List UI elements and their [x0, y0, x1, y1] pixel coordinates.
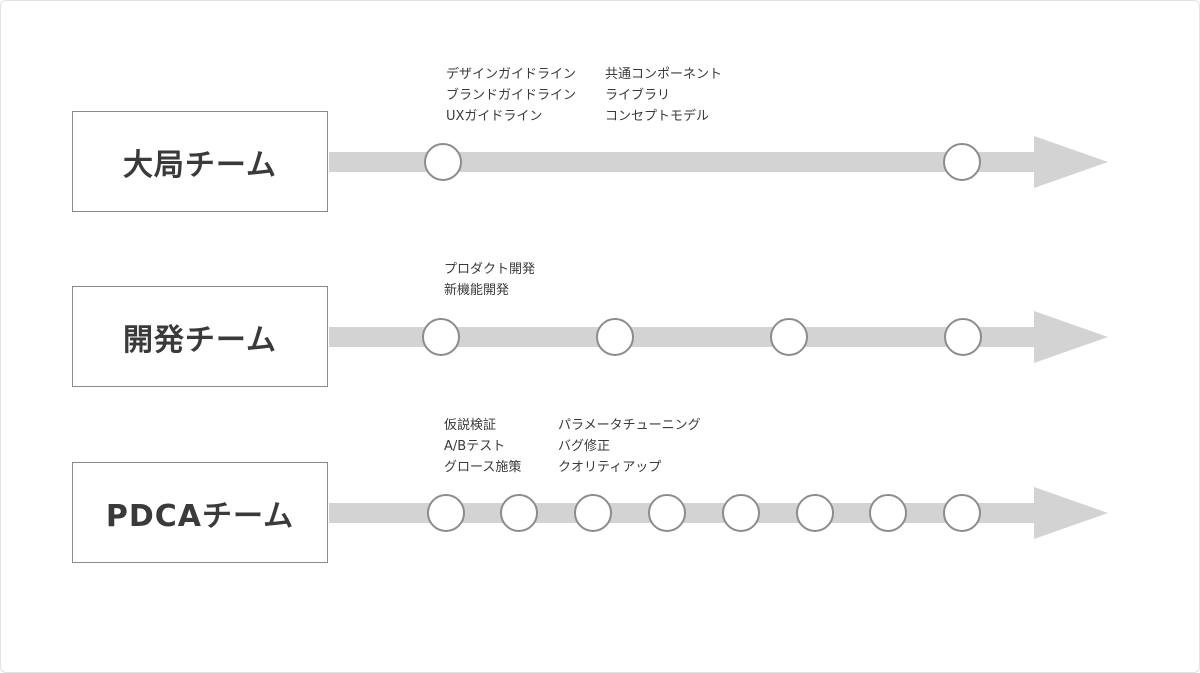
timeline-arrow-head-development: [1034, 311, 1108, 363]
team-box-development: 開発チーム: [72, 286, 328, 387]
team-label-overview: 大局チーム: [122, 147, 278, 183]
label-line: パラメータチューニング: [558, 418, 701, 433]
team-label-development: 開発チーム: [122, 322, 278, 358]
milestone-circle-overview-1: [424, 143, 462, 181]
label-line: ライブラリ: [605, 88, 671, 103]
timeline-arrow-shaft-overview: [329, 152, 1034, 172]
timeline-arrow-shaft-development: [329, 327, 1034, 347]
label-line: ブランドガイドライン: [446, 88, 577, 103]
milestone-circle-development-2: [596, 318, 634, 356]
timeline-arrow-head-pdca: [1034, 487, 1108, 539]
milestone-circle-pdca-8: [943, 494, 981, 532]
team-box-pdca: PDCAチーム: [72, 462, 328, 563]
milestone-circle-development-3: [770, 318, 808, 356]
label-line: バグ修正: [558, 439, 611, 454]
label-line: プロダクト開発: [444, 262, 536, 277]
milestone-circle-overview-2: [943, 143, 981, 181]
milestone-circle-pdca-5: [722, 494, 760, 532]
milestone-circle-pdca-7: [869, 494, 907, 532]
label-line: デザインガイドライン: [446, 67, 577, 82]
milestone-label-development-1: プロダクト開発 新機能開発: [444, 259, 535, 301]
label-line: グロース施策: [444, 460, 522, 475]
milestone-circle-pdca-1: [427, 494, 465, 532]
team-label-pdca: PDCAチーム: [105, 498, 295, 534]
milestone-circle-pdca-3: [574, 494, 612, 532]
label-line: UXガイドライン: [446, 109, 543, 124]
milestone-circle-development-1: [422, 318, 460, 356]
milestone-label-overview-1: デザインガイドライン ブランドガイドライン UXガイドライン: [446, 64, 576, 127]
label-line: 共通コンポーネント: [605, 67, 723, 82]
label-line: A/Bテスト: [444, 439, 506, 454]
milestone-circle-development-4: [944, 318, 982, 356]
milestone-label-pdca-2: パラメータチューニング バグ修正 クオリティアップ: [558, 415, 701, 478]
milestone-circle-pdca-6: [796, 494, 834, 532]
timeline-arrow-head-overview: [1034, 136, 1108, 188]
milestone-circle-pdca-2: [500, 494, 538, 532]
team-box-overview: 大局チーム: [72, 111, 328, 212]
label-line: 仮説検証: [444, 418, 497, 433]
milestone-label-pdca-1: 仮説検証 A/Bテスト グロース施策: [444, 415, 521, 478]
label-line: コンセプトモデル: [605, 109, 710, 124]
label-line: 新機能開発: [444, 283, 510, 298]
milestone-label-overview-2: 共通コンポーネント ライブラリ コンセプトモデル: [605, 64, 722, 127]
milestone-circle-pdca-4: [648, 494, 686, 532]
label-line: クオリティアップ: [558, 460, 662, 475]
